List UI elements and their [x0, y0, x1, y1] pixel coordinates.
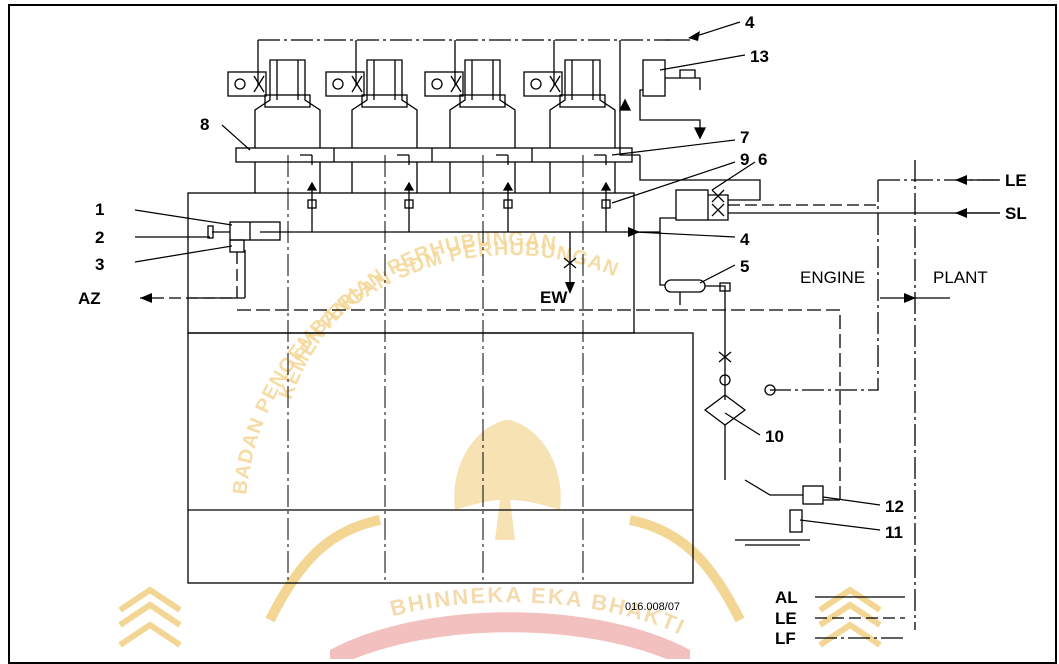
callout-13: 13: [750, 47, 769, 66]
injection-pump-2: [351, 59, 418, 193]
valve-block-6: [675, 189, 709, 221]
valve-11: [789, 509, 803, 533]
callout-12: 12: [885, 497, 904, 516]
line-legend: AL LE LF: [775, 588, 798, 648]
callout-1: 1: [95, 200, 104, 219]
start-valve-1: [229, 221, 281, 241]
callout-4-top: 4: [745, 13, 755, 32]
label-ew: EW: [540, 288, 568, 307]
callout-9: 9: [740, 150, 749, 169]
injection-pump-4: [549, 59, 616, 193]
callout-6: 6: [758, 150, 767, 169]
label-az: AZ: [78, 289, 101, 308]
callout-7: 7: [740, 128, 749, 147]
valve-12: [802, 485, 824, 505]
engine-lower-block: [187, 332, 694, 584]
label-sl: SL: [1005, 204, 1027, 223]
callout-4-lower: 4: [740, 230, 750, 249]
callout-5: 5: [740, 257, 749, 276]
callouts: 1 2 3 4 4 5 6 7 8 9 10 11 12 13: [95, 13, 904, 542]
legend-le: LE: [775, 609, 797, 628]
filter-5: [664, 279, 706, 293]
callout-11: 11: [885, 523, 903, 542]
injection-pump-3: [449, 59, 516, 193]
callout-3: 3: [95, 255, 104, 274]
callout-10: 10: [765, 427, 784, 446]
drawing-number: 016.008/07: [625, 601, 680, 613]
cylinder-head-strip: [235, 147, 633, 163]
label-le: LE: [1005, 171, 1027, 190]
valve-13: [642, 59, 666, 97]
label-engine: ENGINE: [800, 268, 865, 287]
callout-8: 8: [200, 115, 209, 134]
callout-2: 2: [95, 228, 104, 247]
label-plant: PLANT: [933, 268, 988, 287]
legend-al: AL: [775, 588, 798, 607]
strainer-10: [703, 394, 747, 426]
injection-pump-1: [254, 59, 321, 193]
port-labels: AZ EW LE SL ENGINE PLANT: [78, 171, 1027, 308]
valve-3: [229, 239, 245, 253]
legend-lf: LF: [775, 629, 796, 648]
